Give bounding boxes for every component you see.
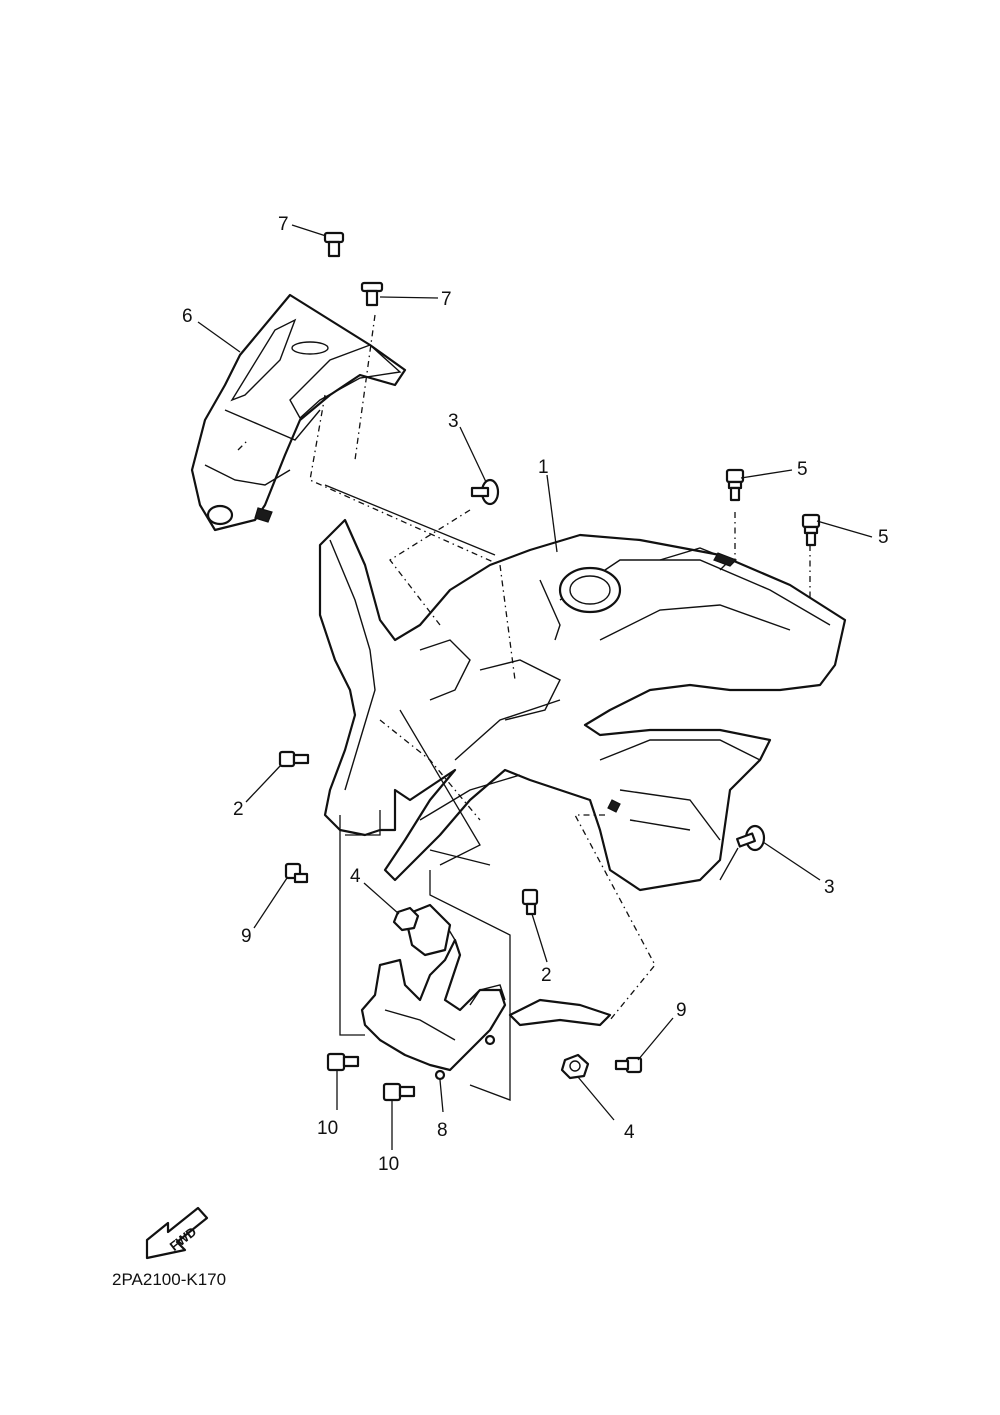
bolt-5a xyxy=(725,468,745,502)
fasteners xyxy=(278,231,821,1102)
callout-4a: 4 xyxy=(350,866,361,887)
callout-1: 1 xyxy=(538,457,549,478)
callout-2a: 2 xyxy=(233,799,244,820)
nut-4b xyxy=(560,1053,590,1080)
assembly-lines xyxy=(237,314,811,1101)
bolt-5b xyxy=(801,513,821,547)
callout-5b: 5 xyxy=(878,527,889,548)
bolt-10b xyxy=(382,1082,416,1102)
callout-3b: 3 xyxy=(824,877,835,898)
bolt-9a xyxy=(284,862,309,884)
mounting-bracket xyxy=(360,903,612,1081)
callout-10a: 10 xyxy=(317,1118,338,1139)
screw-3a xyxy=(470,478,500,506)
bolt-2b xyxy=(521,888,539,916)
clip-7b xyxy=(360,281,384,307)
nut-4a xyxy=(392,906,420,932)
callout-4b: 4 xyxy=(624,1122,635,1143)
callout-10b: 10 xyxy=(378,1154,399,1175)
callout-7b: 7 xyxy=(441,289,452,310)
callout-3a: 3 xyxy=(448,411,459,432)
callout-6: 6 xyxy=(182,306,193,327)
bolt-9b xyxy=(614,1056,643,1074)
fwd-arrow-icon: FWD xyxy=(145,1206,209,1260)
callout-labels: 7 7 6 3 1 5 5 2 3 4 9 2 9 4 10 8 10 xyxy=(182,214,889,1175)
bolt-2a xyxy=(278,750,310,768)
callout-5a: 5 xyxy=(797,459,808,480)
front-fender xyxy=(318,518,847,892)
callout-2b: 2 xyxy=(541,965,552,986)
callout-9a: 9 xyxy=(241,926,252,947)
callout-7a: 7 xyxy=(278,214,289,235)
front-nose-cover xyxy=(190,293,407,532)
bolt-10a xyxy=(326,1052,360,1072)
callout-8: 8 xyxy=(437,1120,448,1141)
callout-9b: 9 xyxy=(676,1000,687,1021)
screw-3b xyxy=(736,824,766,852)
clip-7a xyxy=(323,231,345,258)
callout-leaders xyxy=(197,224,873,1150)
figure-code: 2PA2100-K170 xyxy=(112,1270,226,1289)
